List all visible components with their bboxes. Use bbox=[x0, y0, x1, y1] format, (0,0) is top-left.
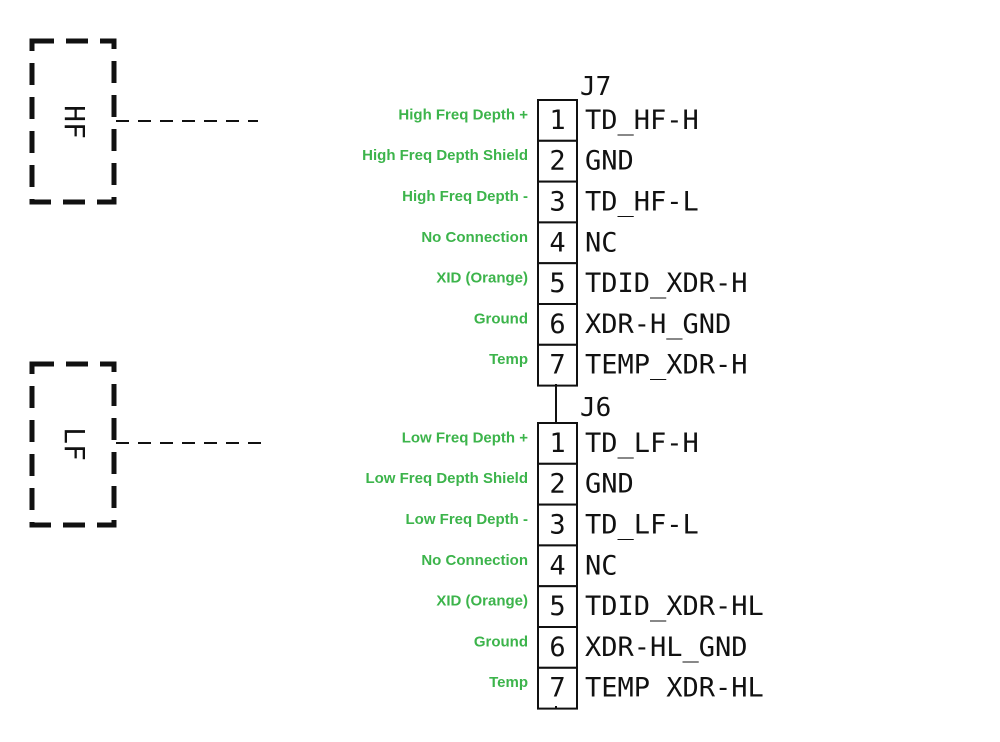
j6-pin-description: Low Freq Depth - bbox=[406, 511, 529, 528]
j6-pin-signal: TD_LF-H bbox=[585, 428, 699, 459]
j6-pin-signal: GND bbox=[585, 469, 634, 500]
j6-pin-number: 3 bbox=[549, 510, 565, 541]
lf-transducer: LF bbox=[29, 361, 265, 528]
j6-pin-number: 6 bbox=[549, 632, 565, 663]
j6-pin-description: Ground bbox=[474, 633, 528, 650]
j7-pin-description: XID (Orange) bbox=[436, 270, 528, 287]
j7-pin-signal: TD_HF-H bbox=[585, 105, 699, 136]
j7-pin-signal: NC bbox=[585, 227, 618, 258]
j7-pin-box bbox=[537, 99, 578, 142]
lf-transducer-label: LF bbox=[58, 427, 91, 461]
j6-pin-box bbox=[537, 462, 578, 506]
j6-pin-box bbox=[537, 544, 578, 588]
j6-pin-description: Temp bbox=[489, 674, 528, 691]
j6-pin-box bbox=[537, 585, 578, 629]
j7-pin-number: 4 bbox=[549, 227, 565, 258]
j6-pin-number: 1 bbox=[549, 428, 565, 459]
j6-pin-signal: NC bbox=[585, 550, 618, 581]
j6-pin-box bbox=[537, 503, 578, 547]
hf-transducer: HF bbox=[29, 38, 258, 205]
j7-pin-signal: GND bbox=[585, 146, 634, 177]
j6-pin-signal: TD_LF-L bbox=[585, 510, 699, 541]
j6-pin-signal: TEMP XDR-HL bbox=[585, 673, 764, 704]
j6-pin-description: No Connection bbox=[421, 552, 528, 569]
j6-pin-number: 5 bbox=[549, 591, 565, 622]
j6-pin-number: 4 bbox=[549, 550, 565, 581]
j7-pin-number: 3 bbox=[549, 187, 565, 218]
j7-pin-description: High Freq Depth + bbox=[398, 106, 528, 123]
j6-pin-number: 7 bbox=[549, 673, 565, 704]
j7-pin-signal: XDR-H_GND bbox=[585, 309, 731, 340]
j7-pin-signal: TD_HF-L bbox=[585, 187, 699, 218]
j7-pin-description: High Freq Depth - bbox=[402, 188, 528, 205]
hf-transducer-label: HF bbox=[58, 105, 91, 139]
j7-pin-signal: TDID_XDR-H bbox=[585, 268, 748, 299]
j7-pin-number: 6 bbox=[549, 309, 565, 340]
connector-j7-name: J7 bbox=[580, 72, 611, 102]
j6-pin-box bbox=[537, 666, 578, 710]
j6-pin-description: Low Freq Depth Shield bbox=[365, 470, 528, 487]
j7-pin-description: Ground bbox=[474, 310, 528, 327]
j6-pin-box bbox=[537, 422, 578, 465]
connector-j6-name: J6 bbox=[580, 393, 611, 423]
j6-pin-description: Low Freq Depth + bbox=[402, 429, 528, 446]
j6-pin-number: 2 bbox=[549, 469, 565, 500]
j7-pin-box bbox=[537, 180, 578, 224]
j7-pin-description: No Connection bbox=[421, 229, 528, 246]
lf-transducer-box bbox=[29, 361, 117, 528]
connector-j7: J7 1 TD_HF-H High Freq Depth + 2 GND High Fre… bbox=[362, 72, 748, 387]
j7-pin-number: 7 bbox=[549, 350, 565, 381]
j7-pin-box bbox=[537, 303, 578, 346]
j7-pin-signal: TEMP_XDR-H bbox=[585, 350, 748, 381]
hf-transducer-box bbox=[29, 38, 117, 205]
j6-pin-signal: TDID_XDR-HL bbox=[585, 591, 764, 622]
j6-pin-description: XID (Orange) bbox=[436, 593, 528, 610]
j7-pin-box bbox=[537, 343, 578, 387]
j7-pin-box bbox=[537, 262, 578, 306]
connector-j6: J6 1 TD_LF-H Low Freq Depth + 2 GND Low Freq … bbox=[365, 393, 764, 710]
j7-pin-number: 1 bbox=[549, 105, 565, 136]
j7-pin-description: Temp bbox=[489, 351, 528, 368]
j6-pin-signal: XDR-HL_GND bbox=[585, 632, 748, 663]
j7-pin-description: High Freq Depth Shield bbox=[362, 147, 528, 164]
j7-pin-number: 2 bbox=[549, 146, 565, 177]
j7-pin-number: 5 bbox=[549, 268, 565, 299]
